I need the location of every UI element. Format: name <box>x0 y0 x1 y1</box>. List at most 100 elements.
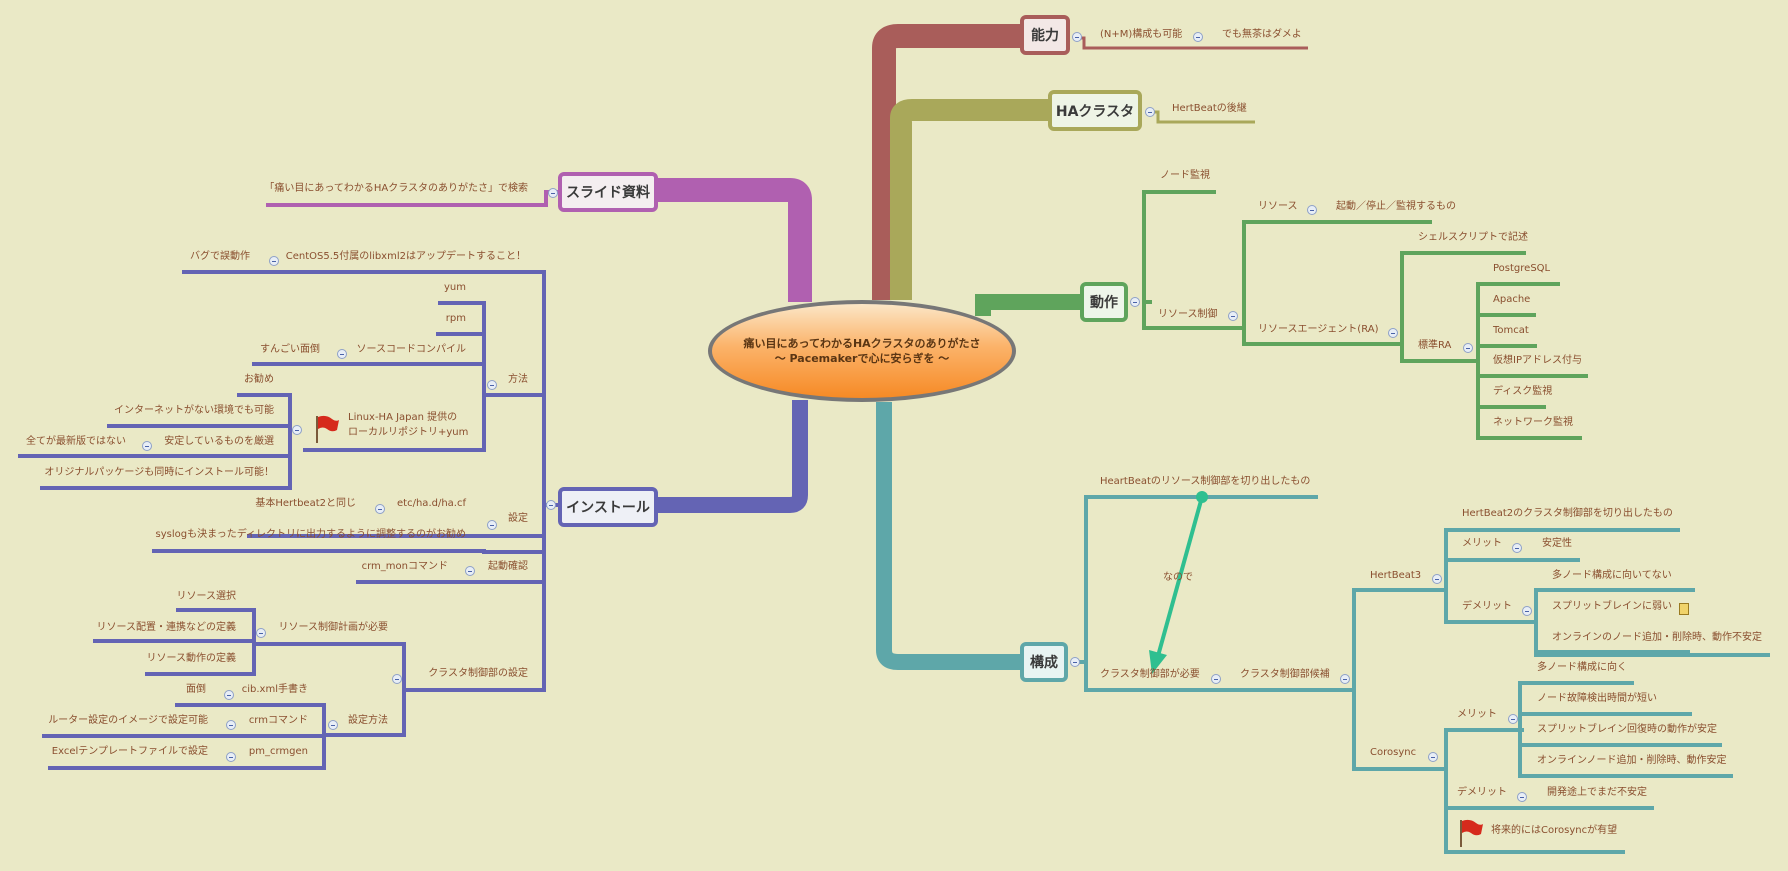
collapse-button[interactable] <box>1508 714 1518 724</box>
node-resource[interactable]: リソース <box>1258 201 1298 212</box>
node-pm-crmgen[interactable]: pm_crmgen <box>248 746 308 757</box>
node-no-reckless[interactable]: でも無茶はダメよ <box>1222 29 1302 40</box>
node-hacf[interactable]: etc/ha.d/ha.cf <box>397 498 466 509</box>
topic-slide[interactable]: スライド資料 <box>558 172 658 212</box>
collapse-button[interactable] <box>546 500 556 510</box>
node-ra-item[interactable]: 仮想IPアドレス付与 <box>1493 355 1582 366</box>
node-nm-config[interactable]: (N+M)構成も可能 <box>1100 29 1183 40</box>
node-stable-selected[interactable]: 安定しているものを厳選 <box>164 436 274 447</box>
collapse-button[interactable] <box>1130 297 1140 307</box>
node-crm-mon[interactable]: crm_monコマンド <box>361 561 448 572</box>
node-resource-placement[interactable]: リソース配置・連携などの定義 <box>96 622 237 633</box>
topic-dousa[interactable]: 動作 <box>1080 282 1128 322</box>
collapse-button[interactable] <box>226 720 236 730</box>
node-syslog[interactable]: syslogも決まったディレクトリに出力するように調整するのがお勧め <box>155 529 466 540</box>
collapse-button[interactable] <box>1193 32 1203 42</box>
topic-kousei[interactable]: 構成 <box>1020 642 1068 682</box>
node-osusume[interactable]: お勧め <box>244 374 274 385</box>
node-hb2-same[interactable]: 基本Hertbeat2と同じ <box>255 498 356 509</box>
node-houhou[interactable]: 方法 <box>508 374 528 385</box>
node-startup-check[interactable]: 起動確認 <box>488 561 528 572</box>
node-hb3-desc[interactable]: HertBeat2のクラスタ制御部を切り出したもの <box>1462 508 1673 519</box>
node-setting-method[interactable]: 設定方法 <box>348 715 388 726</box>
node-resource-select[interactable]: リソース選択 <box>176 591 237 602</box>
node-centos-libxml2[interactable]: CentOS5.5付属のlibxml2はアップデートすること！ <box>285 251 526 262</box>
collapse-button[interactable] <box>375 504 385 514</box>
collapse-button[interactable] <box>392 674 402 684</box>
node-excel-template[interactable]: Excelテンプレートファイルで設定 <box>51 746 208 757</box>
node-hb-resource-cut[interactable]: HeartBeatのリソース制御部を切り出したもの <box>1100 476 1311 487</box>
collapse-button[interactable] <box>1228 311 1238 321</box>
collapse-button[interactable] <box>1340 674 1350 684</box>
node-standard-ra[interactable]: 標準RA <box>1418 340 1452 351</box>
central-topic[interactable]: 痛い目にあってわかるHAクラスタのありがたさ 〜 Pacemakerで心に安らぎ… <box>708 300 1016 402</box>
node-resource-behavior[interactable]: リソース動作の定義 <box>146 653 237 664</box>
node-co-merit-item[interactable]: スプリットブレイン回復時の動作が安定 <box>1537 724 1717 735</box>
collapse-button[interactable] <box>487 520 497 530</box>
collapse-button[interactable] <box>1307 205 1317 215</box>
collapse-button[interactable] <box>465 566 475 576</box>
node-hb3-merit[interactable]: メリット <box>1462 538 1502 549</box>
collapse-button[interactable] <box>1145 107 1155 117</box>
node-linuxha-line2[interactable]: ローカルリポジトリ+yum <box>348 427 469 438</box>
node-hb3-dm-item[interactable]: 多ノード構成に向いてない <box>1552 570 1672 581</box>
node-ra-item[interactable]: Tomcat <box>1493 325 1529 336</box>
node-cluster-settings[interactable]: クラスタ制御部の設定 <box>428 668 528 679</box>
node-cibxml[interactable]: cib.xml手書き <box>241 684 308 695</box>
node-corosync[interactable]: Corosync <box>1370 747 1417 758</box>
node-hb3-demerit[interactable]: デメリット <box>1462 601 1512 612</box>
node-cluster-control-candidate[interactable]: クラスタ制御部候補 <box>1240 669 1330 680</box>
collapse-button[interactable] <box>226 752 236 762</box>
node-resource-agent[interactable]: リソースエージェント(RA) <box>1258 324 1379 335</box>
node-source-compile[interactable]: ソースコードコンパイル <box>356 344 467 355</box>
node-troublesome[interactable]: 面倒 <box>186 684 206 695</box>
collapse-button[interactable] <box>269 256 279 266</box>
node-corosync-demerit[interactable]: デメリット <box>1457 787 1507 798</box>
collapse-button[interactable] <box>1070 657 1080 667</box>
collapse-button[interactable] <box>1428 752 1438 762</box>
collapse-button[interactable] <box>337 349 347 359</box>
node-very-troublesome[interactable]: すんごい面倒 <box>260 344 320 355</box>
collapse-button[interactable] <box>1512 543 1522 553</box>
node-future-corosync[interactable]: 将来的にはCorosyncが有望 <box>1491 825 1618 836</box>
node-settei[interactable]: 設定 <box>508 513 528 524</box>
collapse-button[interactable] <box>142 441 152 451</box>
node-router-image[interactable]: ルーター設定のイメージで設定可能 <box>48 715 208 726</box>
note-icon[interactable] <box>1679 603 1689 615</box>
node-shell-script[interactable]: シェルスクリプトで記述 <box>1418 232 1528 243</box>
collapse-button[interactable] <box>487 380 497 390</box>
node-no-internet[interactable]: インターネットがない環境でも可能 <box>114 405 274 416</box>
topic-ha-cluster[interactable]: HAクラスタ <box>1048 90 1142 131</box>
node-yum[interactable]: yum <box>444 282 466 293</box>
node-co-merit-item[interactable]: ノード故障検出時間が短い <box>1537 693 1657 704</box>
collapse-button[interactable] <box>1211 674 1221 684</box>
collapse-button[interactable] <box>292 425 302 435</box>
collapse-button[interactable] <box>1463 343 1473 353</box>
node-resource-control[interactable]: リソース制御 <box>1158 309 1218 320</box>
node-co-merit-item[interactable]: 多ノード構成に向く <box>1537 662 1627 673</box>
node-hertbeat3[interactable]: HertBeat3 <box>1370 570 1422 581</box>
node-rpm[interactable]: rpm <box>445 313 466 324</box>
node-linuxha-line1[interactable]: Linux-HA Japan 提供の <box>348 412 458 423</box>
collapse-button[interactable] <box>256 628 266 638</box>
node-crm-command[interactable]: crmコマンド <box>248 715 308 726</box>
node-ra-item[interactable]: Apache <box>1493 294 1531 305</box>
node-slide-search[interactable]: 「痛い目にあってわかるHAクラスタのありがたさ」で検索 <box>264 183 528 194</box>
collapse-button[interactable] <box>1072 32 1082 42</box>
node-hb3-dm-item[interactable]: オンラインのノード追加・削除時、動作不安定 <box>1552 632 1762 643</box>
node-ra-item[interactable]: PostgreSQL <box>1493 263 1551 274</box>
node-hb3-stability[interactable]: 安定性 <box>1542 538 1572 549</box>
collapse-button[interactable] <box>1432 574 1442 584</box>
topic-nouryoku[interactable]: 能力 <box>1020 15 1070 55</box>
collapse-button[interactable] <box>1388 328 1398 338</box>
collapse-button[interactable] <box>548 188 558 198</box>
node-bug[interactable]: バグで誤動作 <box>190 251 250 262</box>
node-original-package[interactable]: オリジナルパッケージも同時にインストール可能！ <box>44 467 274 478</box>
node-resource-plan[interactable]: リソース制御計画が必要 <box>278 622 389 633</box>
collapse-button[interactable] <box>1517 792 1527 802</box>
node-co-merit-item[interactable]: オンラインノード追加・削除時、動作安定 <box>1537 755 1727 766</box>
node-not-latest[interactable]: 全てが最新版ではない <box>26 436 126 447</box>
node-heartbeat-successor[interactable]: HertBeatの後継 <box>1172 103 1247 114</box>
node-resource-desc[interactable]: 起動／停止／監視するもの <box>1336 201 1456 212</box>
collapse-button[interactable] <box>224 690 234 700</box>
